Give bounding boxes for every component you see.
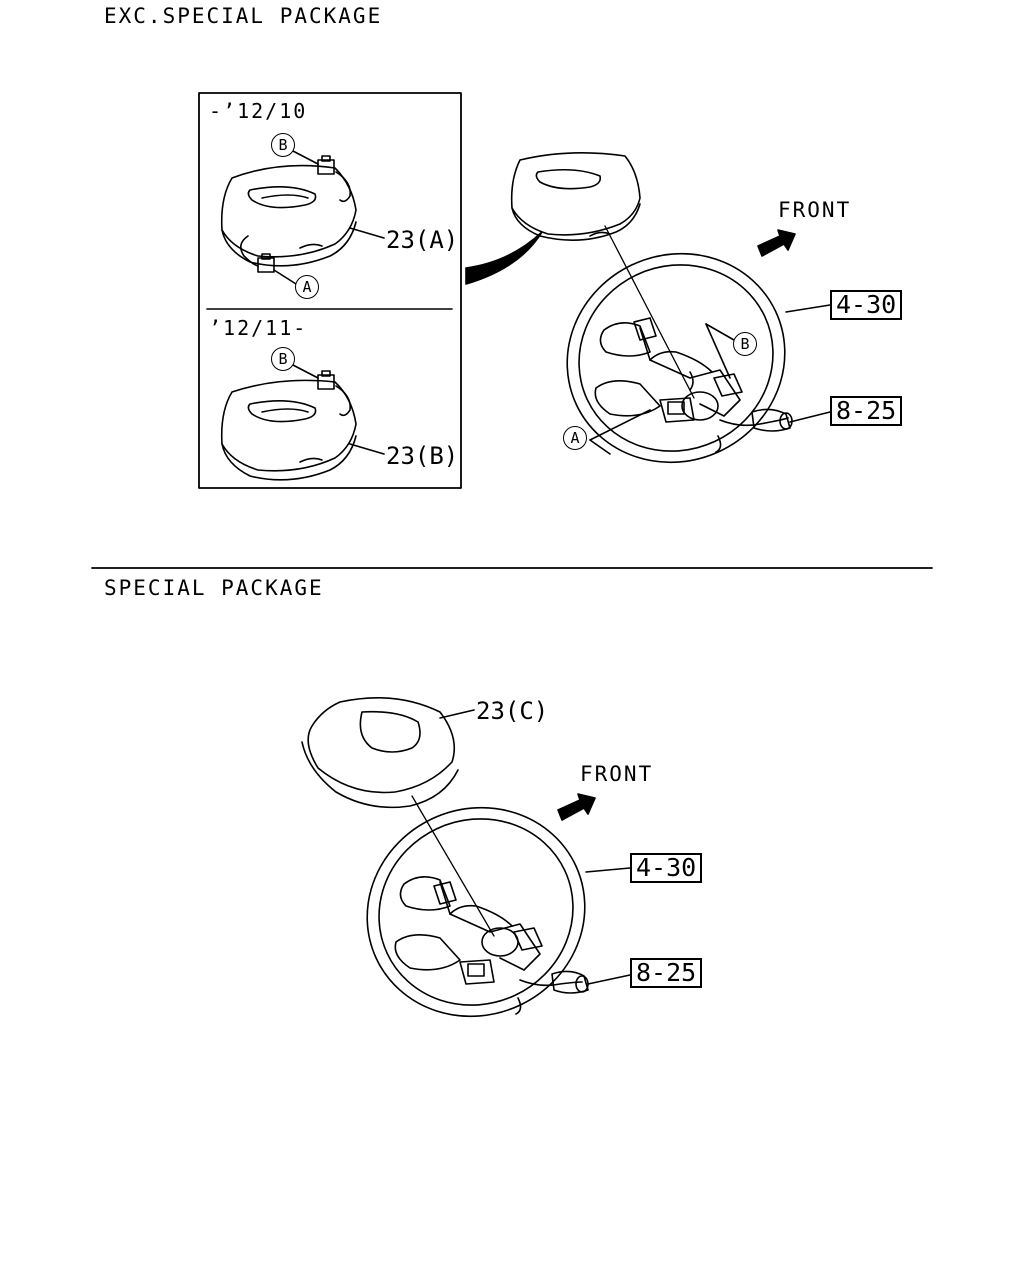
inset-pointer-arrow [465,231,543,285]
leader-23c [439,709,475,719]
part-number-23b: 23(B) [386,442,459,470]
part-number-23c: 23(C) [476,697,549,725]
connector-a-wire-a [240,235,297,285]
connector-a-callout-wheel: A [563,426,587,450]
connector-b-wire-b [290,363,352,417]
connector-b-callout-early: B [271,133,295,157]
leader-4-30-bottom [585,867,631,873]
front-label-top: FRONT [778,198,852,222]
leader-8-25-bottom [587,974,631,985]
connector-b-callout-late: B [271,347,295,371]
ref-box-combination-switch-bottom[interactable]: 8-25 [630,958,703,988]
airbag-module-23a [220,164,357,267]
airbag-module-23b [220,379,357,481]
front-arrow-bottom [557,793,596,821]
steering-wheel-top [566,252,789,464]
inset-period-late: ’12/11- [209,316,308,340]
leader-a-top-2 [589,439,611,455]
part-number-23a: 23(A) [386,226,459,254]
combination-switch-top [751,408,793,432]
front-arrow-top [757,229,796,257]
section-title-special-package: SPECIAL PACKAGE [104,576,324,600]
leader-b-top-2 [705,323,731,379]
front-label-bottom: FRONT [580,762,654,786]
steering-wheel-bottom [366,806,586,1018]
ref-box-steering-wheel-top[interactable]: 4-30 [830,290,903,320]
leader-4-30-top [785,304,831,313]
ref-box-combination-switch-top[interactable]: 8-25 [830,396,903,426]
airbag-module-23c [301,696,459,809]
airbag-to-hub-line-top [604,225,695,399]
leader-b-top [705,323,735,341]
ref-box-steering-wheel-bottom[interactable]: 4-30 [630,853,703,883]
connector-b-callout-wheel: B [733,332,757,356]
connector-b-wire-a [290,149,352,203]
inset-period-early: -’12/10 [209,99,308,123]
leader-a-top [589,409,651,441]
section-title-exc-special-package: EXC.SPECIAL PACKAGE [104,4,383,28]
leader-23a [349,227,385,239]
airbag-module-top [510,152,641,241]
inset-box [198,92,462,489]
connector-a-callout-early: A [295,275,319,299]
leader-8-25-top [789,411,831,423]
leader-23b [349,443,385,455]
airbag-to-hub-line-bottom [411,795,495,937]
